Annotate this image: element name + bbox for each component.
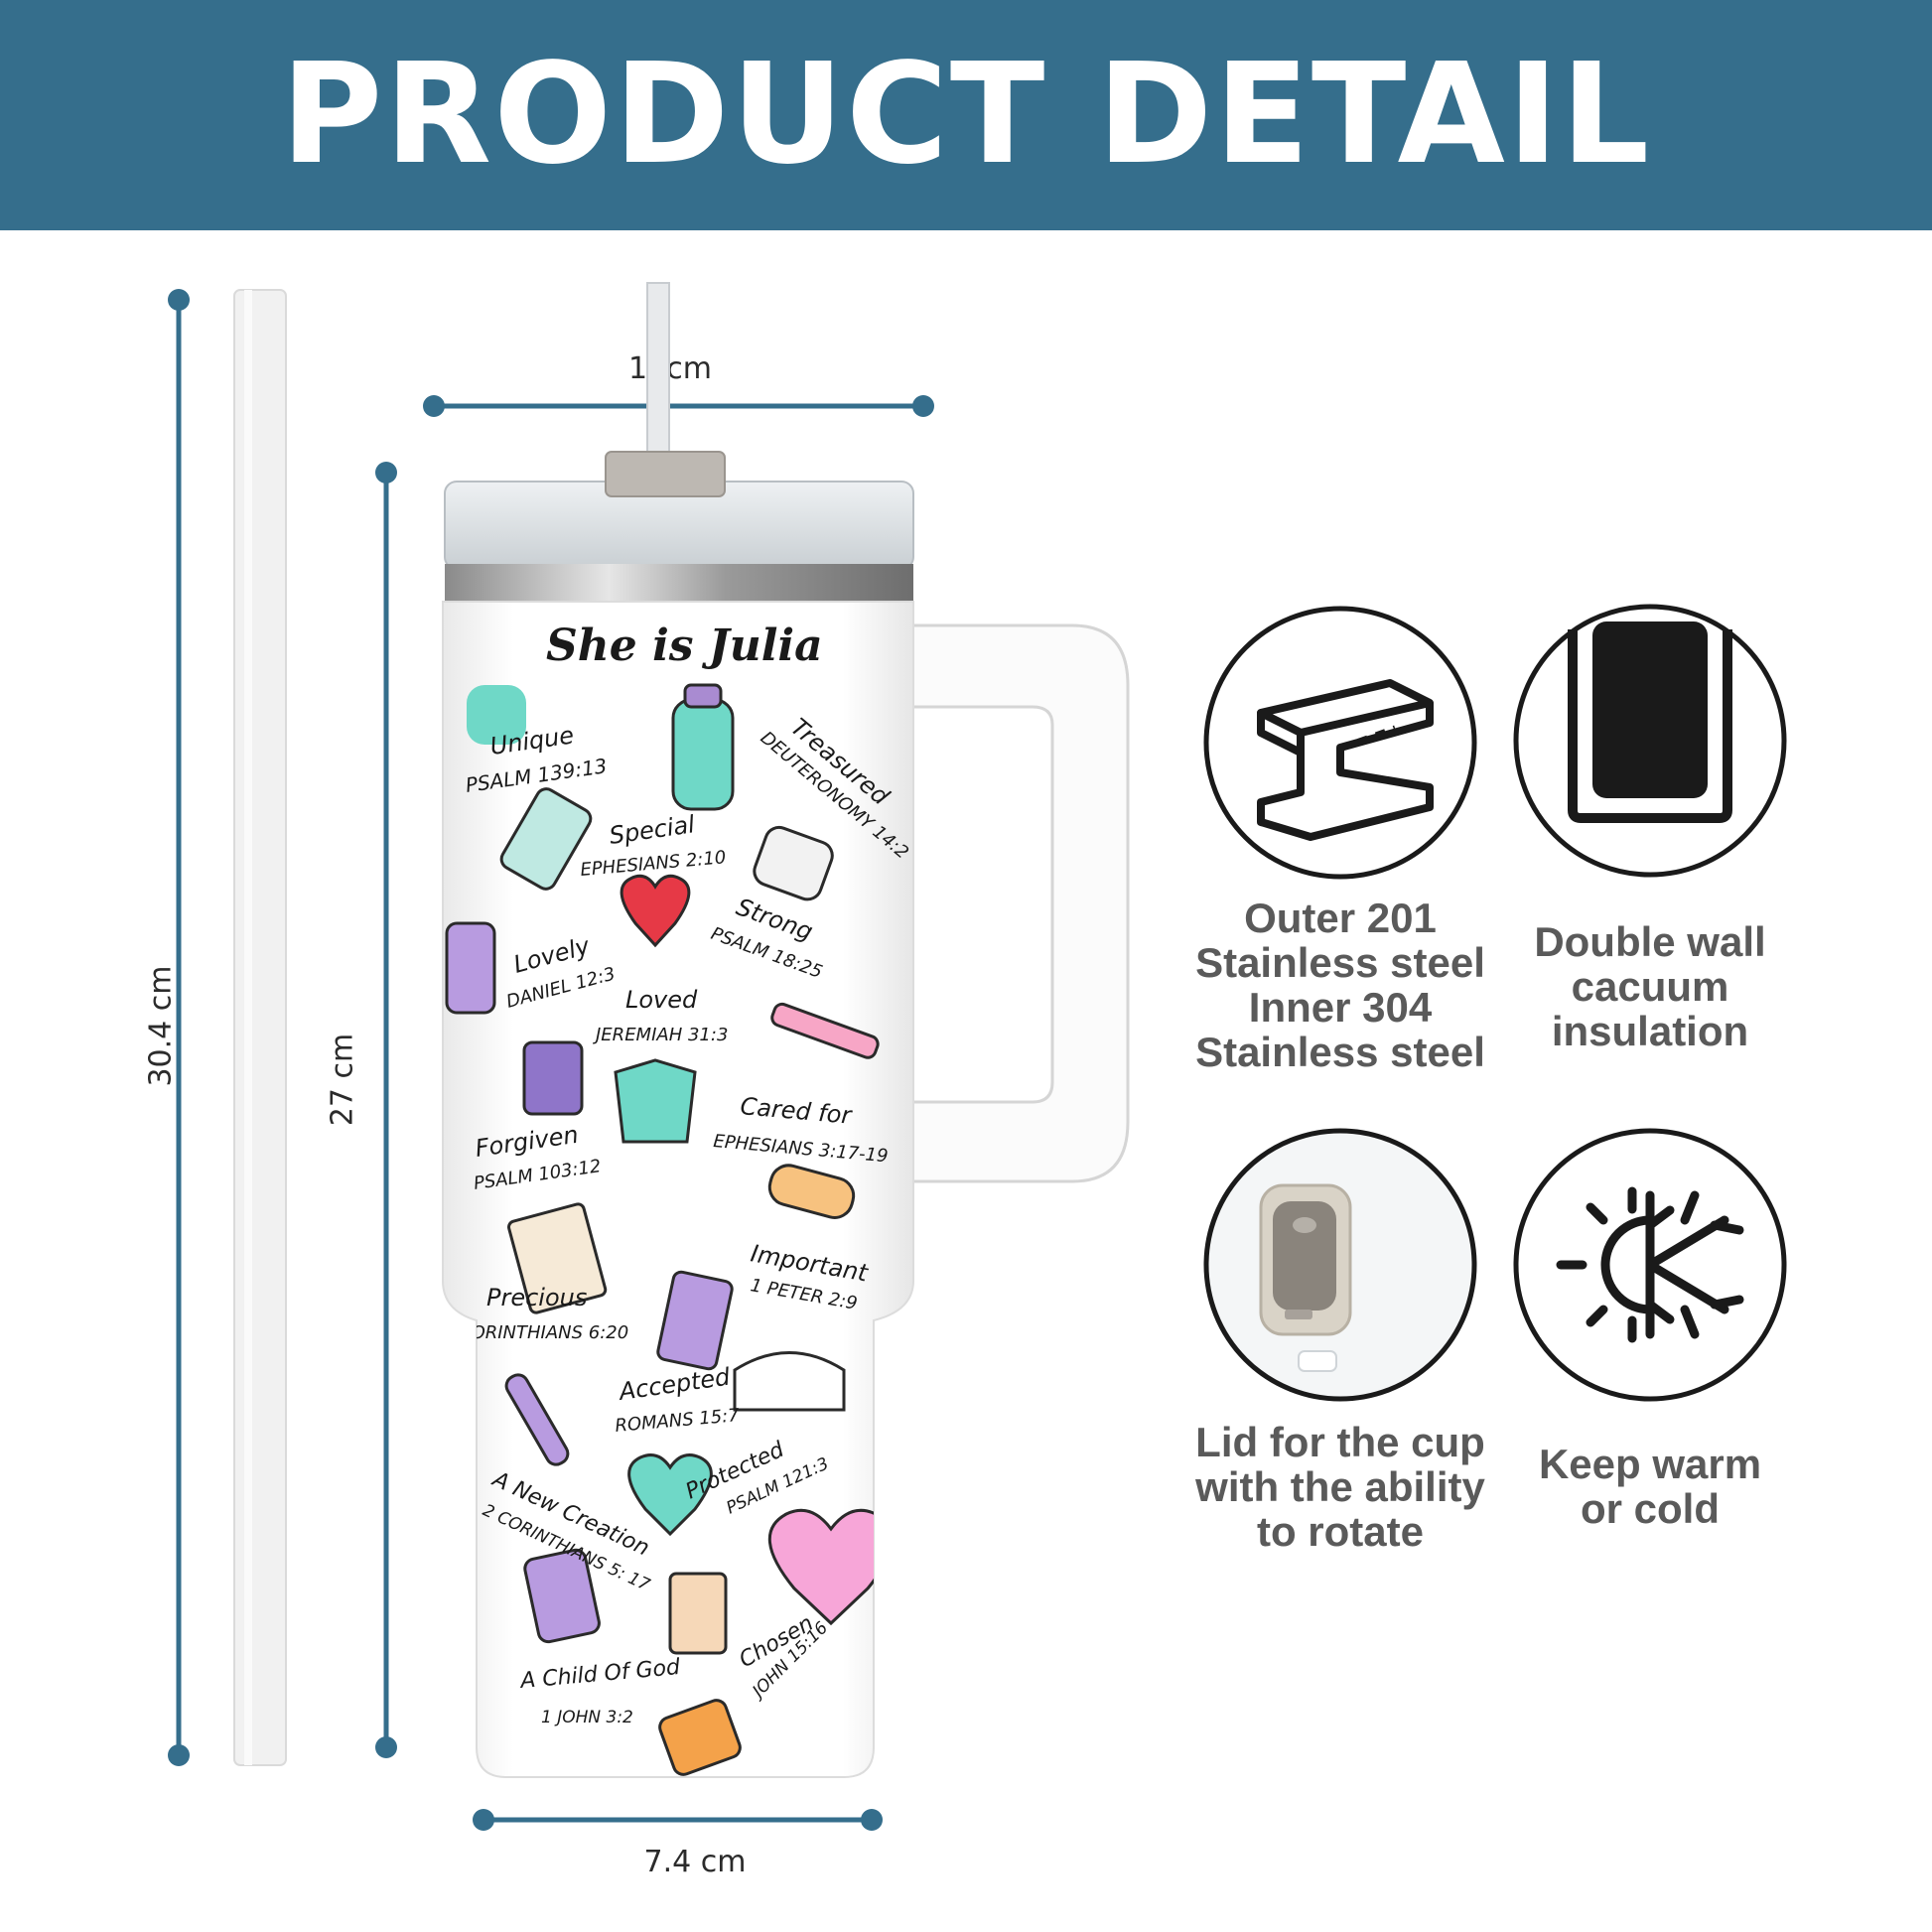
- svg-text:1 JOHN 3:2: 1 JOHN 3:2: [541, 1708, 633, 1727]
- cup-height-label: 27 cm: [325, 1033, 360, 1127]
- tumbler-name: She is Julia: [546, 621, 823, 671]
- straw-height-label: 30.4 cm: [143, 965, 179, 1087]
- sun-snowflake-icon: [1513, 1128, 1787, 1402]
- page-title: PRODUCT DETAIL: [280, 34, 1652, 196]
- bottom-width-label: 7.4 cm: [643, 1845, 747, 1879]
- svg-text:CORINTHIANS 6:20: CORINTHIANS 6:20: [459, 1322, 628, 1343]
- feature-steel-label: Outer 201 Stainless steel Inner 304 Stai…: [1195, 895, 1485, 1075]
- double-wall-icon: [1513, 604, 1787, 878]
- tumbler-image: She is Julia Unique PSALM 139:13 Treasur…: [442, 282, 1130, 1778]
- feature-double-wall-label: Double wall cacuum insulation: [1534, 918, 1766, 1054]
- steel-beam-icon: [1203, 606, 1477, 880]
- rotating-lid-icon: [1203, 1128, 1477, 1402]
- feature-temperature-label: Keep warm or cold: [1538, 1441, 1762, 1532]
- header-banner: PRODUCT DETAIL: [0, 0, 1932, 230]
- svg-text:JEREMIAH 31:3: JEREMIAH 31:3: [593, 1025, 728, 1045]
- straw-image: [233, 289, 287, 1766]
- svg-text:Precious: Precious: [486, 1284, 587, 1311]
- svg-text:Loved: Loved: [625, 986, 698, 1014]
- feature-lid-label: Lid for the cup with the ability to rota…: [1195, 1419, 1485, 1555]
